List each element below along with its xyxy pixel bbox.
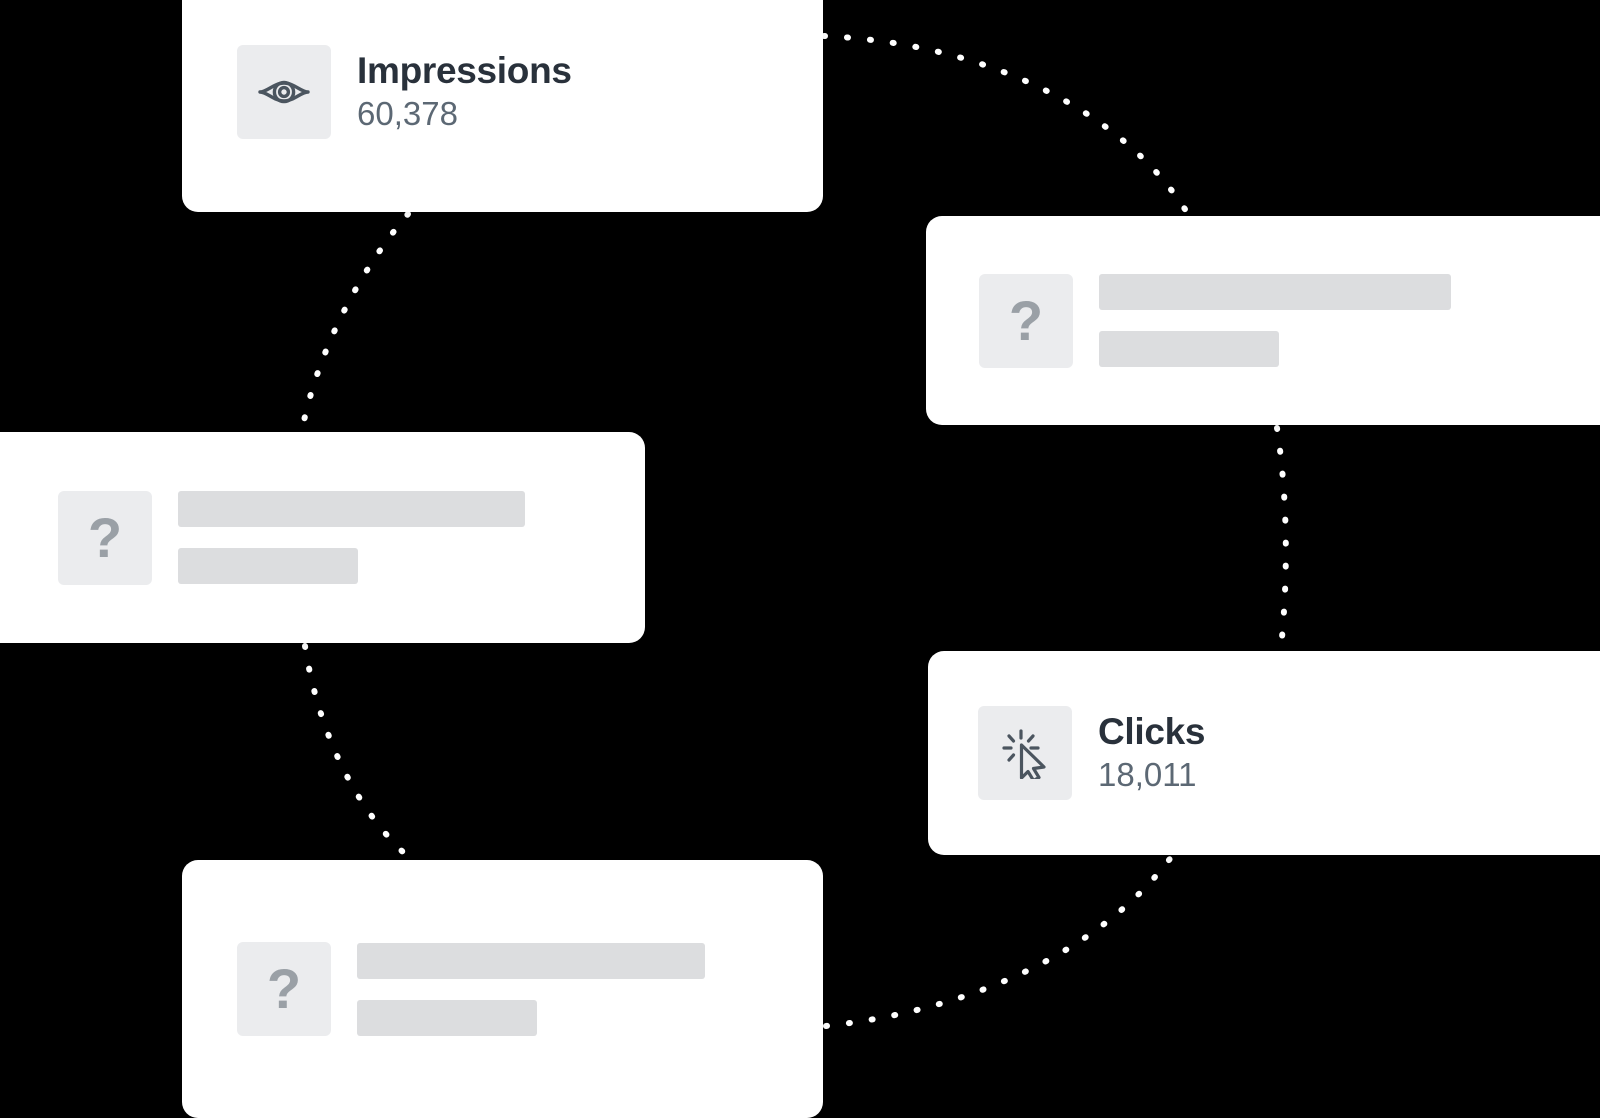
metric-title: Impressions	[357, 50, 572, 92]
connector-impressions-to-left-placeholder	[299, 211, 411, 433]
metric-card-impressions[interactable]: Impressions 60,378	[182, 0, 823, 212]
card-content: Impressions 60,378	[237, 45, 572, 139]
cursor-click-icon	[978, 706, 1072, 800]
metric-text-block: Clicks 18,011	[1098, 711, 1206, 795]
card-content: ?	[237, 942, 705, 1036]
card-content: ?	[979, 273, 1451, 368]
metric-value: 18,011	[1098, 755, 1197, 793]
metric-card-clicks[interactable]: Clicks 18,011	[928, 651, 1600, 855]
metric-title: Clicks	[1098, 711, 1206, 753]
skeleton-bar-short	[357, 999, 537, 1036]
connector-left-placeholder-to-bottom	[302, 643, 417, 865]
placeholder-card-bottom[interactable]: ?	[182, 860, 823, 1118]
question-mark-icon: ?	[58, 490, 152, 585]
connector-bottom-to-clicks	[823, 853, 1175, 1029]
eye-icon	[237, 45, 331, 139]
metric-value: 60,378	[357, 94, 458, 132]
placeholder-card-top-right[interactable]: ?	[926, 216, 1600, 425]
connector-top-right-to-clicks	[1274, 425, 1289, 651]
skeleton-text-block	[178, 491, 525, 584]
skeleton-bar-short	[178, 548, 358, 584]
question-mark-icon: ?	[237, 942, 331, 1036]
connector-impressions-to-top-right	[821, 33, 1191, 217]
skeleton-text-block	[1099, 274, 1451, 367]
card-content: Clicks 18,011	[978, 706, 1206, 800]
question-mark-glyph: ?	[87, 505, 123, 569]
skeleton-text-block	[357, 942, 705, 1036]
metric-text-block: Impressions 60,378	[357, 50, 572, 134]
skeleton-bar-long	[178, 491, 525, 527]
card-content: ?	[58, 490, 525, 585]
placeholder-card-left[interactable]: ?	[0, 432, 645, 643]
skeleton-bar-long	[357, 942, 705, 979]
skeleton-bar-long	[1099, 274, 1451, 310]
question-mark-glyph: ?	[266, 957, 302, 1020]
question-mark-glyph: ?	[1008, 288, 1044, 352]
skeleton-bar-short	[1099, 331, 1279, 367]
question-mark-icon: ?	[979, 273, 1073, 368]
